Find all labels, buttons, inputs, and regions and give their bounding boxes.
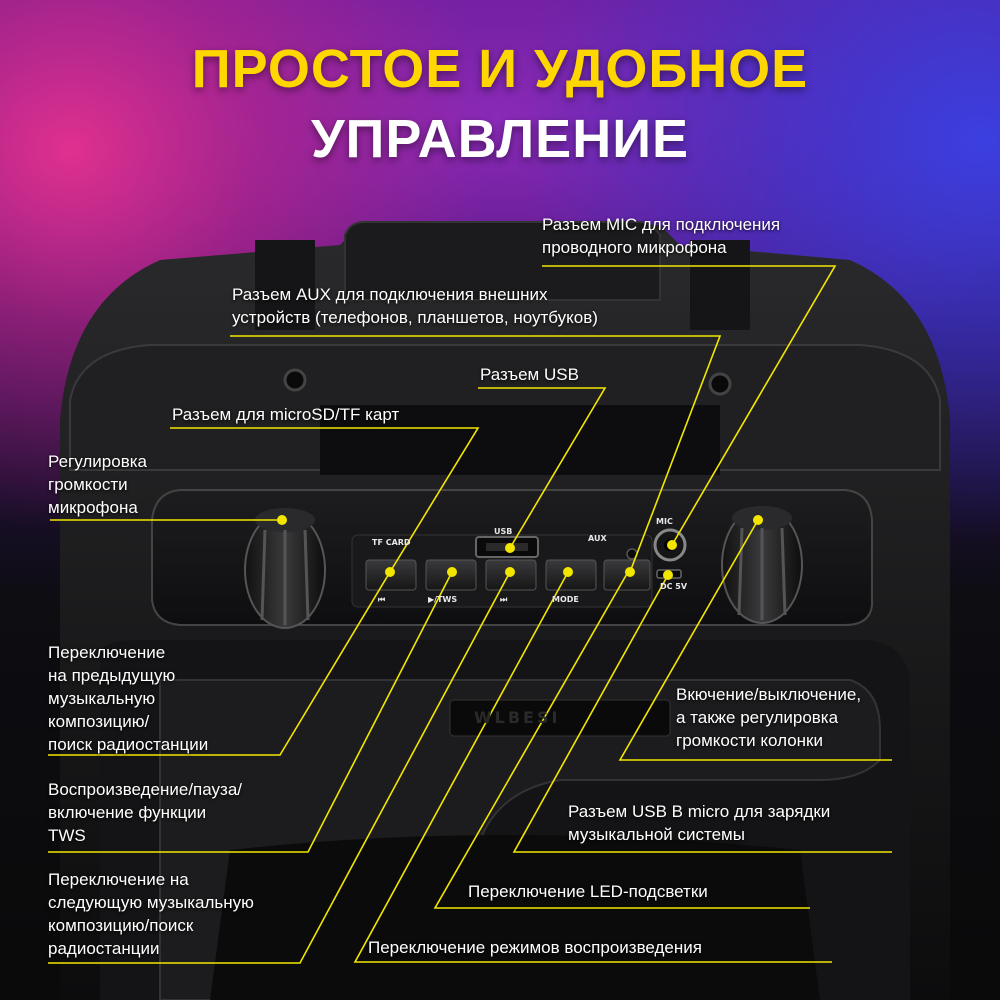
- callout-dot-usb: [505, 543, 515, 553]
- callout-dot-power: [753, 515, 763, 525]
- handle-post-right: [690, 240, 750, 330]
- screw-hole-right: [708, 372, 732, 396]
- panel-label-next: ⏭: [500, 595, 508, 604]
- panel-label-aux: AUX: [588, 534, 607, 543]
- callout-prev-track: Переключение на предыдущую музыкальную к…: [48, 643, 209, 754]
- callout-play-pause: Воспроизведение/пауза/ включение функции…: [48, 780, 242, 845]
- callout-mic-jack: Разъем MIC для подключения проводного ми…: [542, 215, 781, 257]
- speaker-grille: [210, 835, 820, 1000]
- callout-led: Переключение LED-подсветки: [468, 882, 708, 901]
- led-display-text: WLBESI: [474, 708, 561, 727]
- screw-hole-left: [283, 368, 307, 392]
- callout-dot-next: [505, 567, 515, 577]
- callout-dot-prev: [385, 567, 395, 577]
- callout-line-mic-jack: [542, 265, 837, 546]
- callout-dot-play: [447, 567, 457, 577]
- callout-dot-led: [625, 567, 635, 577]
- callout-line-usb: [478, 387, 607, 549]
- panel-label-tws: ▶/TWS: [428, 595, 458, 604]
- callout-line-usb-micro: [512, 574, 892, 853]
- panel-label-prev: ⏮: [378, 595, 386, 604]
- callout-line-play: [48, 571, 453, 853]
- panel-label-usb: USB: [494, 527, 513, 536]
- callout-line-aux: [230, 335, 722, 573]
- callout-microsd: Разъем для microSD/TF карт: [172, 405, 400, 424]
- callout-line-power: [618, 519, 892, 761]
- callout-dot-mic-volume: [277, 515, 287, 525]
- callout-mode: Переключение режимов воспроизведения: [368, 938, 702, 957]
- callout-line-led: [433, 571, 810, 909]
- panel-label-mode: MODE: [552, 595, 579, 604]
- callout-usb-port: Разъем USB: [480, 365, 579, 384]
- mic-volume-knob: [244, 508, 326, 629]
- callout-next-track: Переключение на следующую музыкальную ко…: [48, 870, 254, 958]
- speaker-handle: [344, 221, 661, 301]
- headline-line-2: УПРАВЛЕНИЕ: [310, 109, 690, 169]
- headline-line-1: ПРОСТОЕ И УДОБНОЕ: [191, 39, 809, 99]
- callout-power-volume: Вкючение/выключение, а также регулировка…: [676, 685, 862, 750]
- callout-dot-mic-jack: [667, 540, 677, 550]
- panel-label-dc: DC 5V: [660, 582, 688, 591]
- callout-dots: [277, 515, 763, 580]
- callout-dot-usb-micro: [663, 570, 673, 580]
- panel-label-mic: MIC: [656, 517, 673, 526]
- callout-lines: [48, 265, 892, 964]
- main-volume-knob: [721, 506, 803, 624]
- callout-line-prev: [48, 571, 391, 756]
- callout-mic-volume: Регулировка громкости микрофона: [48, 452, 147, 517]
- callout-line-mode: [353, 571, 832, 963]
- panel-label-tf-card: TF CARD: [372, 538, 411, 547]
- callout-line-microsd: [170, 427, 480, 573]
- led-display: [449, 699, 671, 737]
- callout-aux-jack: Разъем AUX для подключения внешних устро…: [232, 285, 598, 327]
- callout-usb-micro: Разъем USB B micro для зарядки музыкальн…: [568, 802, 831, 844]
- callout-dot-mode: [563, 567, 573, 577]
- rim-recess: [320, 405, 720, 475]
- callout-line-next: [48, 571, 511, 964]
- handle-post-left: [255, 240, 315, 330]
